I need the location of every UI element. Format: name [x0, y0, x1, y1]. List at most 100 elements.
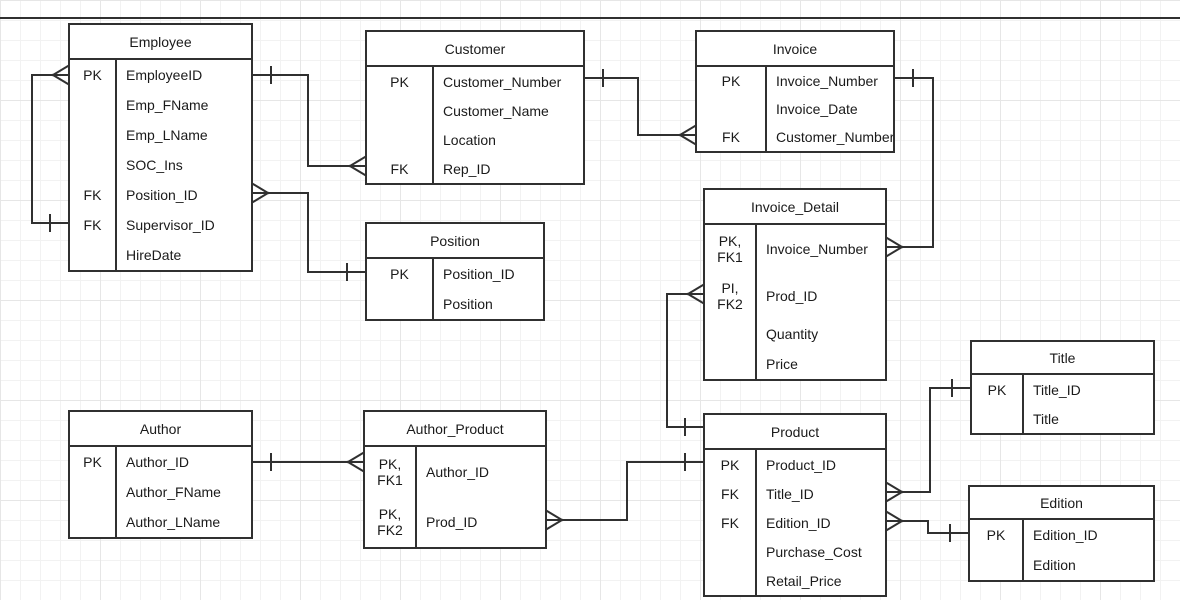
key-designation-cell: PI, FK2: [705, 272, 757, 319]
relationship-author-author-product: [252, 451, 365, 473]
attribute-name-cell: Invoice_Date: [776, 101, 858, 117]
attribute-name-cell: Author_FName: [126, 484, 221, 500]
crow-foot-prong: [885, 510, 904, 523]
attribute-name-cell: Emp_LName: [126, 127, 208, 143]
attribute-name-cell: Prod_ID: [766, 287, 818, 304]
relationship-product-edition: [885, 510, 969, 542]
entity-title: Author: [70, 412, 251, 447]
crow-foot-prong: [251, 191, 270, 204]
key-designation-cell: PK: [367, 259, 434, 289]
attribute-name-cell: Position_ID: [443, 266, 515, 282]
top-border-rule: [0, 17, 1180, 19]
attribute-name-cell: Emp_FName: [126, 97, 209, 113]
relationship-line: [252, 192, 366, 273]
attribute-name-cell: Retail_Price: [766, 572, 842, 589]
key-designation-cell: [70, 477, 117, 507]
entity-attribute-row: PK, FK1 Author_ID: [365, 447, 545, 497]
relationship-line: [252, 74, 366, 167]
entity-title: Customer: [367, 32, 583, 67]
key-designation-cell: [705, 319, 757, 349]
entity-title: Invoice_Detail: [705, 190, 885, 225]
entity-attribute-row: Author_FName: [70, 477, 251, 507]
relationship-product-title: [885, 379, 971, 503]
relationship-author-product-product: [545, 453, 704, 531]
attribute-name-cell: Purchase_Cost: [766, 543, 862, 560]
attribute-name-cell: HireDate: [126, 247, 182, 263]
crow-foot-prong: [51, 73, 70, 86]
entity-attribute-row: Retail_Price: [705, 566, 885, 595]
key-designation-cell: [697, 95, 767, 123]
crow-foot-prong: [686, 283, 705, 296]
attribute-name-cell: SOC_Ins: [126, 157, 183, 173]
relationship-line: [546, 461, 704, 521]
attribute-name-cell: Customer_Number: [443, 73, 562, 90]
key-designation-cell: FK: [697, 123, 767, 151]
entity-attribute-row: PK Title_ID: [972, 375, 1153, 404]
attribute-name-cell: Invoice_Number: [766, 240, 868, 257]
relationship-line: [886, 520, 969, 534]
key-designation-cell: PK: [972, 375, 1024, 404]
relationship-customer-invoice: [584, 69, 697, 146]
key-designation-cell: [367, 125, 434, 154]
entity-attribute-row: FK Customer_Number: [697, 123, 893, 151]
key-designation-cell: FK: [70, 180, 117, 210]
crow-foot-prong: [885, 490, 904, 503]
entity-attribute-row: Emp_FName: [70, 90, 251, 120]
attribute-name-cell: Supervisor_ID: [126, 217, 215, 233]
attribute-name-cell: Customer_Name: [443, 102, 549, 119]
attribute-name-cell: Author_ID: [426, 464, 490, 480]
entity-title: Position: [367, 224, 543, 259]
key-designation-cell: [70, 240, 117, 270]
key-designation-cell: PK: [70, 60, 117, 90]
key-designation-cell: [705, 349, 757, 379]
key-designation-cell: PK, FK1: [365, 447, 417, 497]
attribute-name-cell: Customer_Number: [776, 129, 893, 145]
crow-foot-prong: [545, 518, 564, 531]
attribute-name-cell: Prod_ID: [426, 514, 478, 530]
relationship-line: [584, 77, 696, 136]
entity-attribute-row: Edition: [970, 550, 1153, 580]
attribute-name-cell: Price: [766, 356, 798, 372]
relationship-employee-customer-rep: [252, 66, 367, 177]
attribute-name-cell: Location: [443, 131, 496, 148]
key-designation-cell: [367, 96, 434, 125]
entity-attribute-row: Invoice_Date: [697, 95, 893, 123]
attribute-name-cell: Rep_ID: [443, 160, 491, 177]
key-designation-cell: [70, 90, 117, 120]
crow-foot-prong: [678, 133, 697, 146]
attribute-name-cell: Edition: [1033, 557, 1076, 573]
attribute-name-cell: Position: [443, 296, 493, 312]
crow-foot-prong: [251, 182, 270, 195]
attribute-name-cell: Quantity: [766, 326, 819, 342]
crow-foot-prong: [545, 509, 564, 522]
entity-attribute-row: PI, FK2 Prod_ID: [705, 272, 885, 319]
key-designation-cell: PK: [367, 67, 434, 96]
key-designation-cell: PK: [705, 450, 757, 479]
key-designation-cell: [970, 550, 1024, 580]
relationship-line: [666, 293, 704, 428]
key-designation-cell: [70, 507, 117, 537]
key-designation-cell: [70, 120, 117, 150]
entity-attribute-row: Position: [367, 289, 543, 319]
entity-attribute-row: Price: [705, 349, 885, 379]
attribute-name-cell: Title_ID: [1033, 381, 1081, 398]
entity-attribute-row: Emp_LName: [70, 120, 251, 150]
attribute-name-cell: Edition_ID: [766, 514, 831, 531]
attribute-name-cell: Title: [1033, 410, 1059, 427]
